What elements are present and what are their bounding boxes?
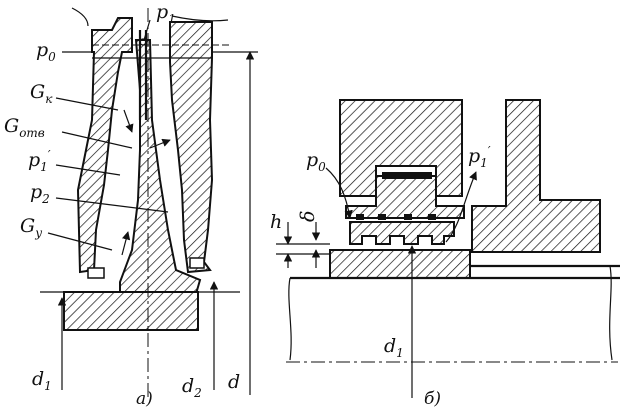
leader-p2 [55,197,169,213]
ring-pad-4 [428,214,436,220]
right-housing [169,21,214,274]
label-p0-a: p0 [36,39,56,64]
label-d2: d2 [182,375,202,400]
top-break-line-right [171,15,229,22]
label-gk: Gк [30,81,53,106]
leader-gotv [61,131,133,149]
seal-ring [349,221,455,245]
seal-element-right [189,257,205,269]
shaft-break-left [288,277,292,361]
label-p2: p2 [30,181,50,206]
flow-arrow-gk [123,109,134,133]
left-housing [76,17,133,274]
leader-p1 [143,19,151,41]
caption-b: б) [424,389,441,409]
stator-block [339,99,463,197]
top-break-line [71,7,89,27]
flow-arrow-gy [121,231,131,256]
leader-gk [55,97,119,111]
label-h: h [270,211,282,233]
shaft-break-right [609,265,613,361]
flow-arrow-p1prime [445,171,477,243]
spring-element [382,172,432,179]
seal-element-left [87,267,105,279]
label-d: d [228,371,240,393]
figure-a: p0 p1 Gк Gотв p1′ p2 Gy d1 d2 d а) [4,1,258,409]
flow-arrow-gotv [149,138,171,149]
label-p0-b: p0 [306,149,326,174]
label-d1-a: d1 [32,368,52,393]
base-block [63,291,199,331]
leader-gy [47,232,113,251]
label-gotv: Gотв [4,115,45,140]
shaft-collar [329,249,471,279]
right-wall [471,99,601,253]
label-delta: δ [297,211,319,222]
label-p1prime-b: p1′ [468,144,491,170]
ring-pad-3 [404,214,412,220]
flow-arrow-p0 [325,167,353,219]
label-d1-b: d1 [384,335,404,360]
label-gy: Gy [20,215,42,240]
caption-a: а) [136,389,153,409]
figure-b: p0 p1′ h δ d1 б) [270,99,620,409]
ring-pad-1 [356,214,364,220]
label-p1prime-a: p1′ [28,148,51,174]
leader-p1prime [55,164,121,176]
ring-pad-2 [378,214,386,220]
label-p1-a: p1 [156,1,176,26]
